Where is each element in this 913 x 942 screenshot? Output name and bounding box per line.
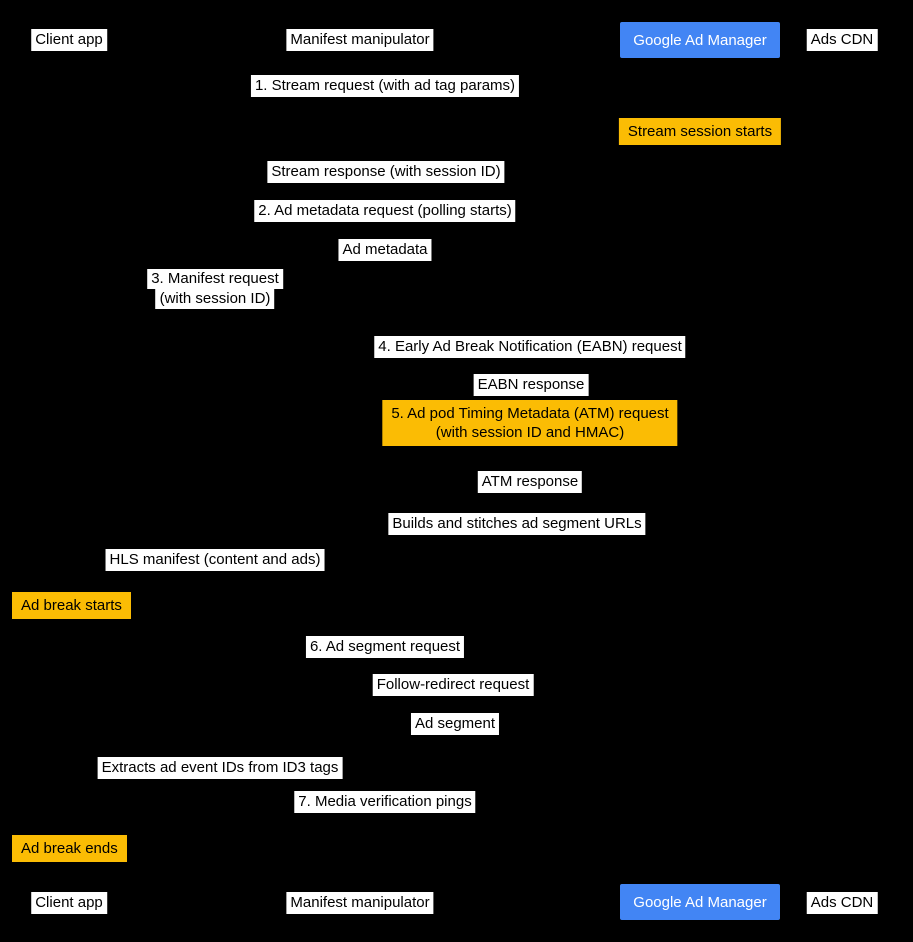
note-stream-session-starts: Stream session starts	[618, 118, 782, 145]
message-manifest-request-line1: 3. Manifest request	[147, 269, 283, 289]
participant-google-ad-manager-top: Google Ad Manager	[620, 22, 780, 58]
note-atm-request-line2: (with session ID and HMAC)	[435, 424, 625, 441]
participant-ads-cdn-top: Ads CDN	[806, 29, 878, 51]
message-manifest-request-line2: (with session ID)	[155, 289, 275, 309]
message-atm-response: ATM response	[477, 471, 583, 493]
note-ad-break-starts: Ad break starts	[12, 592, 131, 619]
participant-manifest-manipulator-bottom: Manifest manipulator	[286, 892, 434, 914]
message-eabn-response: EABN response	[473, 374, 589, 396]
participant-ads-cdn-bottom: Ads CDN	[806, 892, 878, 914]
participant-client-app-top: Client app	[31, 29, 107, 51]
message-follow-redirect-request: Follow-redirect request	[372, 674, 534, 696]
message-hls-manifest: HLS manifest (content and ads)	[105, 549, 325, 571]
message-ad-metadata: Ad metadata	[338, 239, 432, 261]
participant-manifest-manipulator-top: Manifest manipulator	[286, 29, 434, 51]
participant-client-app-bottom: Client app	[31, 892, 107, 914]
message-manifest-request: 3. Manifest request (with session ID)	[147, 269, 283, 309]
message-extracts-id3: Extracts ad event IDs from ID3 tags	[97, 757, 343, 779]
note-atm-request: 5. Ad pod Timing Metadata (ATM) request …	[382, 400, 678, 446]
message-stream-response: Stream response (with session ID)	[267, 161, 505, 183]
message-builds-stitches: Builds and stitches ad segment URLs	[388, 513, 646, 535]
note-atm-request-line1: 5. Ad pod Timing Metadata (ATM) request	[391, 405, 669, 422]
message-eabn-request: 4. Early Ad Break Notification (EABN) re…	[374, 336, 686, 358]
message-ad-metadata-request: 2. Ad metadata request (polling starts)	[254, 200, 516, 222]
participant-google-ad-manager-bottom: Google Ad Manager	[620, 884, 780, 920]
note-ad-break-ends: Ad break ends	[12, 835, 127, 862]
message-ad-segment: Ad segment	[410, 713, 500, 735]
message-ad-segment-request: 6. Ad segment request	[305, 636, 465, 658]
message-stream-request: 1. Stream request (with ad tag params)	[250, 75, 520, 97]
message-media-verification-pings: 7. Media verification pings	[294, 791, 476, 813]
